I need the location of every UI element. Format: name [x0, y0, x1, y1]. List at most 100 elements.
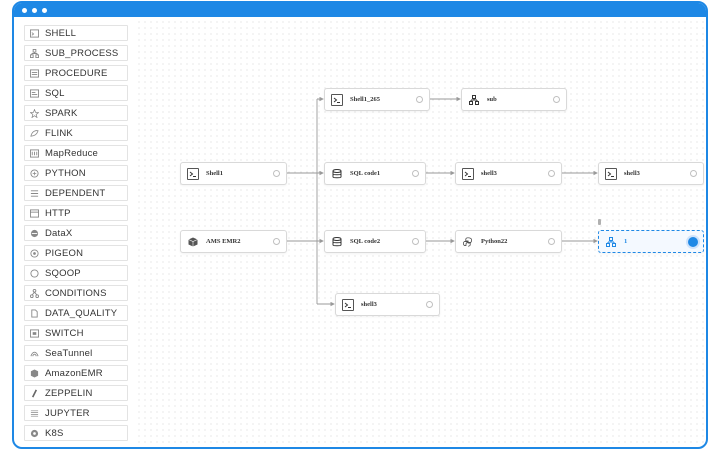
node-selected-subprocess[interactable]: 1	[598, 230, 704, 253]
toolbox-item-label: JUPYTER	[45, 407, 90, 419]
k8s-icon	[30, 429, 39, 438]
terminal-icon	[605, 167, 617, 180]
window-control-minimize[interactable]	[32, 7, 37, 13]
toolbox-item-label: CONDITIONS	[45, 287, 107, 299]
toolbox-item-sub-process[interactable]: SUB_PROCESS	[24, 45, 128, 61]
toolbox-item-sql[interactable]: SQL	[24, 85, 128, 101]
toolbox-item-datax[interactable]: DataX	[24, 225, 128, 241]
window-control-close[interactable]	[22, 7, 27, 13]
switch-icon	[30, 328, 39, 338]
toolbox-item-label: FLINK	[45, 127, 73, 139]
node-label: Shell1	[206, 170, 223, 177]
node-sub[interactable]: sub	[461, 88, 567, 111]
node-shell1-265[interactable]: Shell1_265	[324, 88, 430, 111]
toolbox-item-dependent[interactable]: DEPENDENT	[24, 185, 128, 201]
node-label: shell3	[624, 170, 640, 177]
node-drag-handle[interactable]	[598, 219, 601, 225]
node-label: 1	[624, 238, 628, 245]
flink-icon	[30, 129, 39, 138]
node-status-indicator[interactable]	[273, 238, 280, 245]
sql-icon	[30, 88, 39, 98]
toolbox-item-label: HTTP	[45, 207, 71, 219]
terminal-icon	[187, 167, 199, 180]
node-label: Python22	[481, 238, 508, 245]
database-icon	[331, 236, 343, 248]
sqoop-icon	[30, 268, 39, 278]
toolbox-item-python[interactable]: PYTHON	[24, 165, 128, 181]
toolbox-item-label: DATA_QUALITY	[45, 307, 118, 319]
sub-process-icon	[30, 48, 39, 58]
toolbox-item-procedure[interactable]: PROCEDURE	[24, 65, 128, 81]
node-ams-emr2[interactable]: AMS EMR2	[180, 230, 287, 253]
app-window: SHELL SUB_PROCESS PROCEDURE SQL SPARK FL…	[12, 1, 708, 449]
toolbox-item-label: SQOOP	[45, 267, 81, 279]
toolbox-item-label: PYTHON	[45, 167, 86, 179]
toolbox-item-data-quality[interactable]: DATA_QUALITY	[24, 305, 128, 321]
node-sql-code2[interactable]: SQL code2	[324, 230, 426, 253]
toolbox-item-label: K8S	[45, 427, 64, 439]
node-status-indicator[interactable]	[412, 170, 419, 177]
toolbox-item-pigeon[interactable]: PIGEON	[24, 245, 128, 261]
node-status-indicator[interactable]	[548, 238, 555, 245]
zeppelin-icon	[30, 389, 39, 398]
node-shell3-bottom[interactable]: shell3	[335, 293, 440, 316]
node-label: AMS EMR2	[206, 238, 241, 245]
toolbox-item-conditions[interactable]: CONDITIONS	[24, 285, 128, 301]
node-label: sub	[487, 96, 497, 103]
sub-process-icon	[605, 236, 617, 248]
toolbox-item-seatunnel[interactable]: SeaTunnel	[24, 345, 128, 361]
toolbox-item-shell[interactable]: SHELL	[24, 25, 128, 41]
node-status-indicator[interactable]	[416, 96, 423, 103]
toolbox-item-label: DEPENDENT	[45, 187, 106, 199]
sub-process-icon	[468, 94, 480, 106]
datax-icon	[30, 229, 39, 238]
pigeon-icon	[30, 248, 39, 258]
toolbox-item-label: PIGEON	[45, 247, 84, 259]
toolbox-item-spark[interactable]: SPARK	[24, 105, 128, 121]
toolbox-item-label: SPARK	[45, 107, 78, 119]
terminal-icon	[331, 93, 343, 106]
node-status-indicator[interactable]	[690, 170, 697, 177]
node-python22[interactable]: Python22	[455, 230, 562, 253]
toolbox-item-k8s[interactable]: K8S	[24, 425, 128, 441]
toolbox-item-jupyter[interactable]: JUPYTER	[24, 405, 128, 421]
node-status-indicator[interactable]	[553, 96, 560, 103]
node-label: SQL code2	[350, 238, 381, 245]
toolbox-item-flink[interactable]: FLINK	[24, 125, 128, 141]
data-quality-icon	[30, 308, 39, 318]
spark-icon	[30, 108, 39, 118]
toolbox-item-label: MapReduce	[45, 147, 99, 159]
node-status-indicator[interactable]	[426, 301, 433, 308]
toolbox-item-zeppelin[interactable]: ZEPPELIN	[24, 385, 128, 401]
toolbox-item-http[interactable]: HTTP	[24, 205, 128, 221]
node-label: shell3	[481, 170, 497, 177]
seatunnel-icon	[30, 349, 39, 358]
mapreduce-icon	[30, 148, 39, 158]
node-status-indicator[interactable]	[412, 238, 419, 245]
node-status-indicator[interactable]	[273, 170, 280, 177]
window-titlebar	[14, 3, 706, 17]
window-control-maximize[interactable]	[42, 7, 47, 13]
node-shell3-middle[interactable]: shell3	[455, 162, 562, 185]
toolbox-item-label: SHELL	[45, 27, 77, 39]
node-selected-indicator[interactable]	[688, 237, 698, 247]
node-label: shell3	[361, 301, 377, 308]
http-icon	[30, 208, 39, 218]
database-icon	[331, 168, 343, 180]
toolbox-item-label: SQL	[45, 87, 65, 99]
node-shell1[interactable]: Shell1	[180, 162, 287, 185]
terminal-icon	[342, 298, 354, 311]
node-status-indicator[interactable]	[548, 170, 555, 177]
node-sql-code1[interactable]: SQL code1	[324, 162, 426, 185]
toolbox-item-label: SUB_PROCESS	[45, 47, 119, 59]
node-shell3-right[interactable]: shell3	[598, 162, 704, 185]
toolbox-item-switch[interactable]: SWITCH	[24, 325, 128, 341]
task-toolbox: SHELL SUB_PROCESS PROCEDURE SQL SPARK FL…	[24, 25, 128, 445]
shell-icon	[30, 28, 39, 38]
toolbox-item-sqoop[interactable]: SQOOP	[24, 265, 128, 281]
conditions-icon	[30, 288, 39, 298]
workflow-canvas[interactable]: Shell1 AMS EMR2 Shell1_265 sub SQL code1…	[136, 19, 706, 447]
node-label: SQL code1	[350, 170, 381, 177]
toolbox-item-amazon-emr[interactable]: AmazonEMR	[24, 365, 128, 381]
toolbox-item-mapreduce[interactable]: MapReduce	[24, 145, 128, 161]
